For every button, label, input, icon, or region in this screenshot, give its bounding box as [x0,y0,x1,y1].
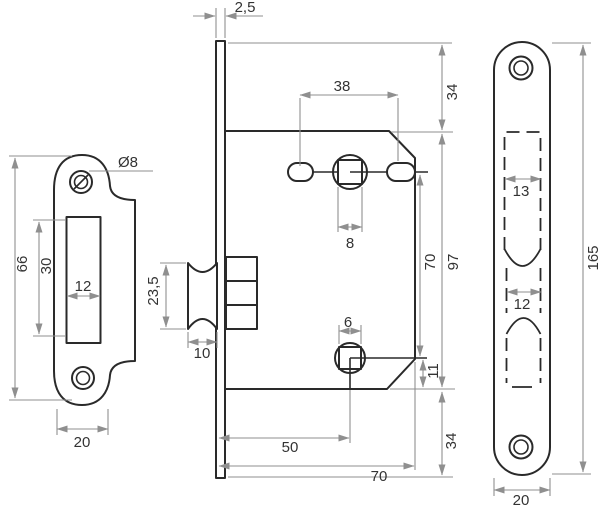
latch-body [225,256,258,330]
strike-bottom-screw-hole [71,366,95,390]
faceplate-top-screw-hole-inner [513,60,529,76]
latch-face-arc-lower [505,317,542,335]
dim-label-total-height: 66 [14,256,31,273]
dim-label-bottom-margin: 34 [443,433,460,450]
dim-label-plate-width: 20 [513,492,530,509]
faceplate-top-screw-hole [508,55,534,81]
faceplate-front-outline [493,41,551,476]
dim-label-slot-spacing: 38 [334,78,351,95]
dim-label-centre-distance: 70 [422,254,439,271]
faceplate-hidden-cutout-upper [503,131,542,250]
dim-label-faceplate-thickness: 2,5 [235,0,256,16]
dim-label-spindle-square: 8 [346,235,354,252]
dim-label-top-margin: 34 [444,84,461,101]
dim-label-strike-width: 20 [74,434,91,451]
strike-top-screw-slot [73,174,89,190]
dim-label-upper-cutout-width: 13 [513,183,530,200]
faceplate-bottom-screw-hole-inner [513,439,529,455]
dim-label-latch-depth: 10 [194,345,211,362]
dimension-layer [9,8,591,496]
dim-label-backset: 50 [282,439,299,456]
dim-label-cutout-height: 30 [38,258,55,275]
dim-label-case-depth: 70 [371,468,388,485]
dim-label-wc-to-bottom: 11 [425,363,442,379]
dim-label-case-height: 97 [445,254,462,271]
dim-label-latch-height: 23,5 [145,276,162,305]
object-layer [53,40,551,479]
strike-top-screw-hole-inner [73,174,89,190]
latch-face-arc-upper [503,248,542,267]
dim-label-latch-cutout-width: 12 [514,296,531,313]
dim-label-plate-height: 165 [585,245,600,270]
strike-plate-latch-cutout [65,216,102,344]
dim-label-cutout-width: 12 [75,278,92,295]
lock-case-outline [224,130,416,390]
dimension-labels: 66 30 12 Ø8 20 2,5 38 34 8 23,5 10 6 70 … [14,0,600,509]
latch-bolt-face [187,262,218,330]
strike-bottom-screw-hole-inner [75,370,91,386]
faceplate-bottom-screw-hole [508,434,534,460]
case-slot-right [386,162,416,182]
faceplate-bar [215,40,226,479]
dim-label-wc-square: 6 [344,314,352,331]
dim-label-screw-hole-diameter: Ø8 [118,154,138,171]
